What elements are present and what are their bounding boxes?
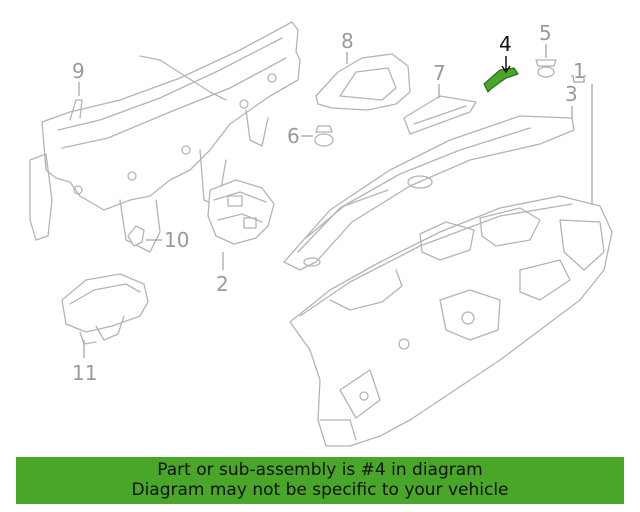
part-5-clip	[535, 59, 557, 78]
callout-8: 8	[341, 29, 354, 53]
part-2-module	[207, 179, 275, 245]
callout-1: 1	[573, 59, 586, 83]
callout-4: 4	[499, 32, 512, 56]
callout-7: 7	[433, 61, 446, 85]
part-8-trim-panel	[315, 53, 411, 111]
callout-3: 3	[565, 82, 578, 106]
part-7-vent-strip	[403, 95, 477, 135]
banner-line-2: Diagram may not be specific to your vehi…	[131, 480, 509, 500]
bracket-1-3	[571, 75, 586, 83]
part-3-top-cover	[283, 115, 575, 271]
info-banner: Part or sub-assembly is #4 in diagram Di…	[16, 457, 624, 504]
part-6-fastener	[314, 125, 334, 147]
callout-9: 9	[72, 59, 85, 83]
callout-2: 2	[216, 272, 229, 296]
part-11-airbag-module	[61, 273, 149, 345]
callout-6: 6	[287, 124, 300, 148]
banner-line-1: Part or sub-assembly is #4 in diagram	[157, 460, 483, 480]
callout-10: 10	[164, 228, 189, 252]
part-4-highlighted	[483, 67, 519, 93]
part-1-instrument-panel	[289, 195, 613, 447]
parts-diagram: 9 8 7 4 5 6 1 3	[29, 21, 613, 447]
leader-4-arrow	[501, 65, 511, 74]
callout-11: 11	[72, 361, 97, 385]
part-10-bracket	[127, 225, 145, 247]
callout-5: 5	[539, 21, 552, 45]
